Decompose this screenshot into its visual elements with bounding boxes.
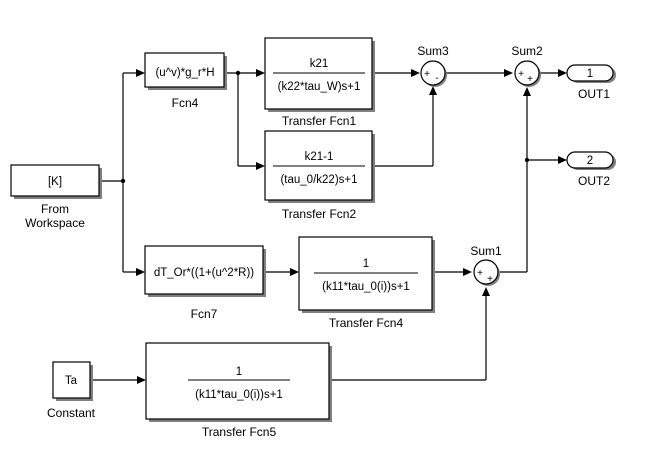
sum2-block[interactable]: + + Sum2 bbox=[511, 44, 543, 87]
sum1-sign-2: + bbox=[487, 274, 493, 285]
constant-block[interactable]: Ta Constant bbox=[47, 361, 96, 420]
transfer-fcn5-numerator: 1 bbox=[236, 366, 242, 378]
from-workspace-block[interactable]: [K] From Workspace bbox=[10, 164, 102, 230]
signal-lines bbox=[90, 69, 567, 384]
sum2-sign-1: + bbox=[518, 69, 524, 80]
fcn7-block[interactable]: dT_Or*((1+(u^2*R)) Fcn7 bbox=[144, 245, 266, 321]
out2-label: OUT2 bbox=[578, 174, 610, 188]
fcn4-label: Fcn4 bbox=[172, 96, 199, 110]
sum1-sign-1: + bbox=[477, 268, 483, 279]
constant-value: Ta bbox=[65, 375, 78, 387]
sum1-label: Sum1 bbox=[470, 244, 502, 258]
transfer-fcn4-block[interactable]: 1 (k11*tau_0(i))s+1 Transfer Fcn4 bbox=[298, 236, 435, 330]
sum1-block[interactable]: + + Sum1 bbox=[470, 244, 502, 286]
sum3-block[interactable]: + - Sum3 bbox=[417, 44, 449, 87]
sum3-sign-2: - bbox=[435, 73, 438, 84]
transfer-fcn2-label: Transfer Fcn2 bbox=[282, 207, 357, 221]
transfer-fcn2-numerator: k21-1 bbox=[305, 151, 334, 163]
transfer-fcn4-label: Transfer Fcn4 bbox=[329, 316, 404, 330]
out2-port[interactable]: 2 OUT2 bbox=[566, 151, 616, 188]
out1-port-number: 1 bbox=[587, 68, 593, 80]
transfer-fcn1-block[interactable]: k21 (k22*tau_W)s+1 Transfer Fcn1 bbox=[264, 37, 375, 128]
from-workspace-label-line2: Workspace bbox=[25, 216, 85, 230]
out1-port[interactable]: 1 OUT1 bbox=[566, 64, 616, 101]
fcn7-expression: dT_Or*((1+(u^2*R)) bbox=[154, 267, 254, 279]
transfer-fcn1-numerator: k21 bbox=[310, 58, 329, 70]
sum2-sign-2: + bbox=[527, 74, 533, 85]
transfer-fcn1-denominator: (k22*tau_W)s+1 bbox=[278, 81, 361, 93]
sum2-label: Sum2 bbox=[511, 44, 543, 58]
sum3-sign-1: + bbox=[424, 69, 430, 80]
sum3-label: Sum3 bbox=[417, 44, 449, 58]
out2-port-number: 2 bbox=[587, 155, 593, 167]
fcn4-block[interactable]: (u^v)*g_r*H Fcn4 bbox=[144, 52, 227, 110]
constant-label: Constant bbox=[47, 406, 96, 420]
transfer-fcn5-denominator: (k11*tau_0(i))s+1 bbox=[195, 389, 283, 401]
transfer-fcn5-label: Transfer Fcn5 bbox=[202, 425, 277, 439]
transfer-fcn5-block[interactable]: 1 (k11*tau_0(i))s+1 Transfer Fcn5 bbox=[145, 342, 332, 439]
transfer-fcn2-block[interactable]: k21-1 (tau_0/k22)s+1 Transfer Fcn2 bbox=[264, 130, 375, 221]
transfer-fcn1-label: Transfer Fcn1 bbox=[282, 114, 357, 128]
transfer-fcn4-denominator: (k11*tau_0(i))s+1 bbox=[322, 281, 410, 293]
from-workspace-label-line1: From bbox=[41, 202, 69, 216]
fcn7-label: Fcn7 bbox=[191, 307, 218, 321]
from-workspace-content: [K] bbox=[48, 176, 62, 188]
transfer-fcn2-denominator: (tau_0/k22)s+1 bbox=[280, 174, 357, 186]
out1-label: OUT1 bbox=[578, 87, 610, 101]
transfer-fcn4-numerator: 1 bbox=[363, 258, 369, 270]
fcn4-expression: (u^v)*g_r*H bbox=[155, 67, 214, 79]
